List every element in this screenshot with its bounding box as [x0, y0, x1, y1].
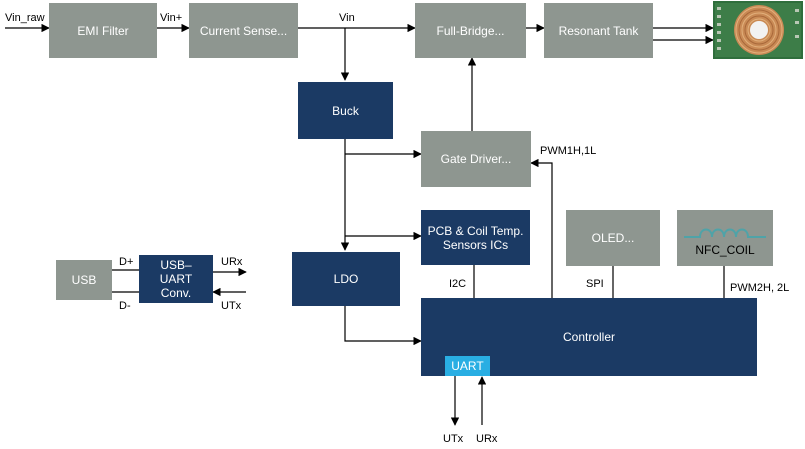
urx-right-label: URx [221, 256, 243, 268]
oled-block: OLED... [566, 210, 660, 266]
vin-label: Vin [339, 12, 355, 24]
full-bridge-label: Full-Bridge... [436, 23, 505, 38]
buck-block: Buck [298, 82, 393, 139]
pwm1-label: PWM1H,1L [540, 145, 597, 157]
gate-driver-label: Gate Driver... [440, 152, 512, 166]
d-minus-label: D- [119, 300, 131, 312]
wireless-charging-coil-icon [713, 1, 803, 59]
d-plus-label: D+ [119, 256, 134, 268]
vin-raw-label: Vin_raw [5, 12, 45, 24]
usb-block: USB [56, 260, 112, 300]
wire-ldo-controller [344, 306, 422, 346]
utx-bottom-label: UTx [443, 433, 464, 445]
emi-filter-block: EMI Filter [49, 3, 157, 58]
vin-plus-label: Vin+ [160, 12, 183, 24]
current-sense-block: Current Sense... [189, 3, 298, 58]
buck-label: Buck [332, 103, 359, 118]
nfc-coil-label: NFC_COIL [695, 243, 755, 257]
resonant-tank-label: Resonant Tank [558, 23, 639, 38]
current-sense-label: Current Sense... [199, 23, 288, 38]
urx-bottom-label: URx [476, 433, 498, 445]
wire-pwm1 [530, 158, 553, 298]
ldo-label: LDO [333, 272, 359, 286]
usb-label: USB [71, 273, 97, 287]
pcb-temp-label: PCB & Coil Temp. Sensors ICs [427, 223, 524, 252]
spi-label: SPI [586, 278, 604, 290]
gate-driver-block: Gate Driver... [421, 131, 531, 187]
controller-label: Controller [562, 330, 616, 344]
emi-filter-label: EMI Filter [77, 23, 129, 38]
pwm2-label: PWM2H, 2L [730, 282, 790, 294]
full-bridge-block: Full-Bridge... [415, 3, 526, 58]
uart-block: UART [445, 356, 490, 376]
utx-right-label: UTx [221, 300, 242, 312]
coil-inductor-icon [684, 228, 766, 238]
i2c-label: I2C [449, 278, 467, 290]
pcb-temp-sensor-block: PCB & Coil Temp. Sensors ICs [421, 210, 530, 265]
usb-uart-converter-block: USB– UART Conv. [139, 255, 213, 303]
uart-label: UART [451, 359, 484, 373]
oled-label: OLED... [591, 231, 635, 245]
resonant-tank-block: Resonant Tank [544, 3, 653, 58]
ldo-block: LDO [292, 252, 400, 306]
usb-uart-label: USB– UART Conv. [159, 258, 193, 300]
nfc-coil-block: NFC_COIL [677, 210, 773, 266]
